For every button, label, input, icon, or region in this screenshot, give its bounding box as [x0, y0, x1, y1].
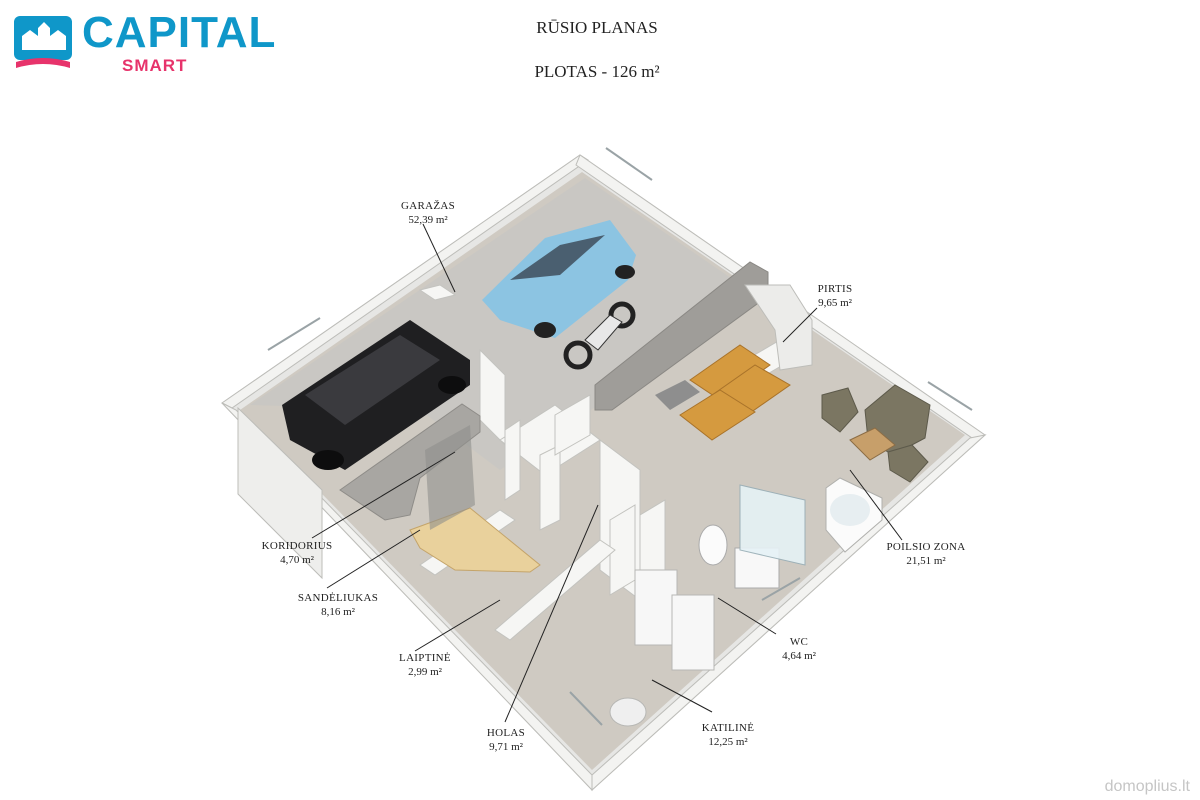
sauna-heater [655, 380, 700, 410]
wooden-staircase [409, 507, 541, 573]
shower-glass [739, 484, 806, 566]
garage-door [237, 406, 323, 580]
spiral-stairs [744, 284, 813, 371]
windows [267, 147, 973, 726]
brand-name: CAPITAL [82, 8, 277, 57]
blue-car [482, 220, 636, 338]
watermark: domoplius.lt [1104, 778, 1190, 795]
boiler-unit-1 [634, 569, 678, 646]
lounge-furniture [821, 384, 931, 483]
black-suv [282, 320, 470, 470]
brand-sub: SMART [122, 56, 188, 75]
leader-lines [311, 223, 903, 723]
house-logo-icon [14, 16, 72, 68]
toilet [698, 524, 728, 566]
water-tank [609, 697, 647, 727]
motorcycle [563, 301, 636, 370]
bathtub [825, 477, 883, 553]
boiler-unit-2 [671, 594, 715, 671]
plan-area: PLOTAS - 126 m² [534, 62, 660, 81]
plan-title: RŪSIO PLANAS [536, 18, 658, 37]
storage-shelves [425, 425, 475, 530]
brand-logo: CAPITAL SMART [14, 8, 275, 78]
sauna-benches [679, 344, 791, 441]
